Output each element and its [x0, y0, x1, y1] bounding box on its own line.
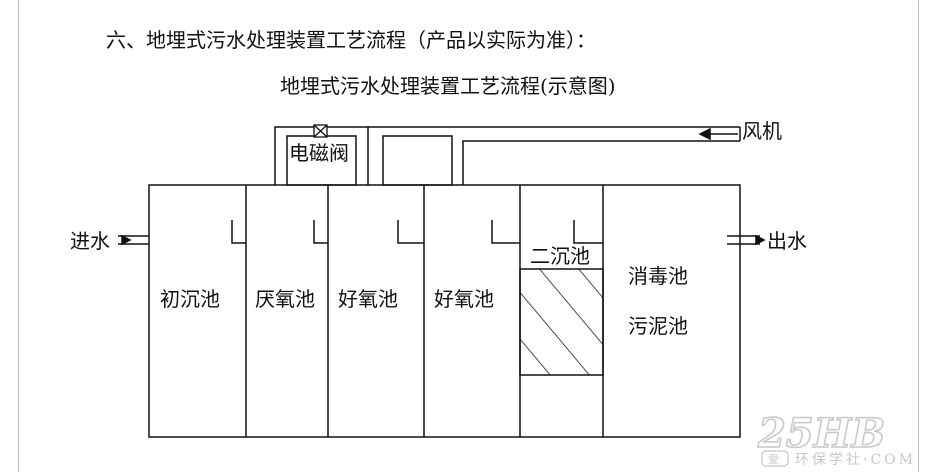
valve-label: 电磁阀: [289, 141, 349, 165]
watermark-badge-icon: [761, 450, 789, 467]
baffle-2: [313, 220, 328, 244]
outlet-label: 出水: [767, 229, 807, 253]
settling-media-block: [519, 268, 604, 376]
tank-label-aerobic-1: 好氧池: [338, 287, 398, 311]
tank-label-primary-settling: 初沉池: [160, 287, 220, 311]
tank-label-aerobic-2: 好氧池: [434, 287, 494, 311]
tank-label-disinfection: 消毒池: [628, 264, 688, 288]
watermark-site-prefix: 爱: [768, 453, 779, 466]
tank-label-sludge: 污泥池: [628, 314, 688, 338]
tank-body: [148, 184, 741, 438]
page-border-left: [18, 0, 19, 472]
baffle-5: [573, 220, 603, 244]
blower-label: 风机: [742, 119, 782, 143]
watermark-site: 环保学社·COM: [795, 452, 916, 468]
inlet-pipe-icon: [118, 234, 149, 246]
tank-outline: [148, 184, 741, 438]
watermark-brand: 25HB: [757, 410, 885, 457]
outlet-pipe-icon: [727, 234, 766, 246]
baffle-4: [491, 220, 520, 244]
air-pipe-main-lower: [462, 140, 740, 185]
air-pipe-branch-2: [382, 135, 453, 186]
tank-label-secondary-settling: 二沉池: [530, 244, 590, 268]
baffle-3: [397, 220, 424, 244]
inlet-label: 进水: [70, 229, 110, 253]
diagram-title: 地埋式污水处理装置工艺流程(示意图): [280, 74, 616, 98]
section-heading: 六、地埋式污水处理装置工艺流程（产品以实际为准）：: [106, 28, 596, 52]
baffles: [231, 220, 603, 244]
page-border-right: [918, 0, 919, 472]
tank-label-anoxic: 厌氧池: [255, 287, 315, 311]
watermark-logo: 25HB 爱 环保学社·COM: [756, 409, 916, 468]
baffle-1: [231, 220, 246, 244]
valve-symbol-icon: [313, 124, 328, 138]
settling-media: [519, 268, 604, 376]
blower-arrow-icon: [698, 127, 738, 141]
